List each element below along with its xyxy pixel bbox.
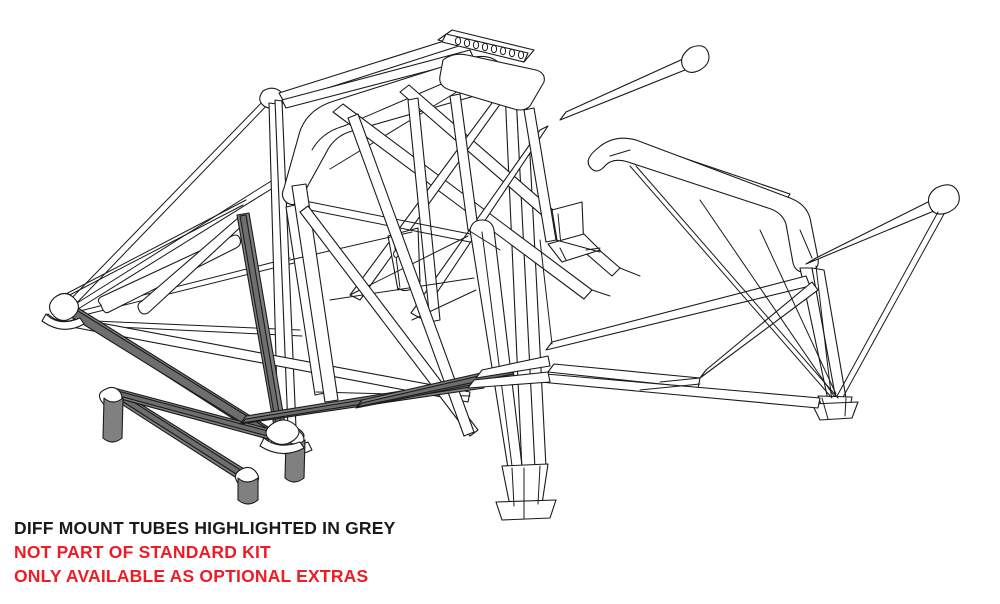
legend-line-optional-extras: ONLY AVAILABLE AS OPTIONAL EXTRAS — [14, 566, 369, 586]
diff-mount-tube-cross-front — [111, 389, 260, 505]
b-pillar-centre — [469, 219, 523, 469]
right-rear-diagonals — [629, 165, 839, 399]
legend-line-diff-mount: DIFF MOUNT TUBES HIGHLIGHTED IN GREY — [14, 518, 396, 538]
main-hoop-left-leg — [291, 183, 339, 403]
diff-mount-tube-stub-left — [98, 386, 124, 443]
seat-mount-bracket-right — [547, 201, 601, 263]
legend-line-not-standard: NOT PART OF STANDARD KIT — [14, 542, 271, 562]
right-cant-rail — [587, 137, 819, 273]
upper-left-node-over-grey — [41, 292, 85, 330]
harness-bar-left-holes — [454, 36, 525, 60]
right-front-legs — [799, 211, 945, 403]
legend-block: DIFF MOUNT TUBES HIGHLIGHTED IN GREY NOT… — [14, 518, 734, 590]
foot-plate-right-front — [811, 395, 859, 421]
right-tie-lines — [555, 239, 641, 297]
harness-mount-bar-left — [437, 29, 545, 111]
upper-right-tube-with-endplate — [559, 45, 710, 121]
centre-long-diagonal — [299, 113, 479, 437]
rear-stay-bundle-left — [59, 95, 303, 337]
front-centre-overlay — [467, 355, 551, 389]
lower-node-over-grey — [259, 419, 305, 455]
centre-vertical-bars — [407, 93, 557, 323]
right-door-bars — [545, 275, 819, 389]
foot-plate-centre — [495, 463, 557, 521]
front-windscreen-rail-right — [805, 184, 960, 265]
